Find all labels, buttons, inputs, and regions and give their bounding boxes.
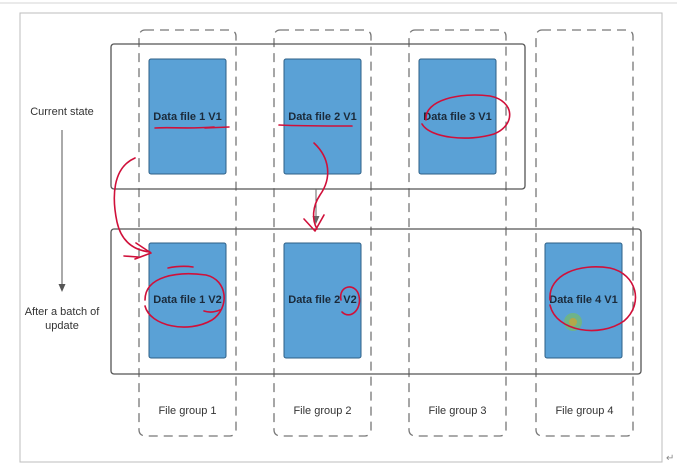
handwritten-annotations xyxy=(113,94,637,332)
arrow-file-2-curve xyxy=(312,142,329,230)
after-update-row xyxy=(110,228,642,375)
arrow-file-1-mark xyxy=(123,255,139,258)
file-group-1-column xyxy=(138,29,237,437)
current-state-row xyxy=(110,43,526,190)
underline-file-1-v1-tail xyxy=(204,126,230,129)
underline-file-2-v1 xyxy=(278,124,353,127)
arrow-file-2-head xyxy=(303,214,325,232)
file-label-1-v2: Data file 1 V2 xyxy=(153,294,221,306)
file-group-2-column xyxy=(273,29,372,437)
arrow-file-1-curve xyxy=(113,157,151,253)
file-group-3-label: File group 3 xyxy=(428,405,486,417)
arrow-file-1-head xyxy=(134,242,152,260)
circle-file-4-v1 xyxy=(549,266,637,332)
file-label-2-v1: Data file 2 V1 xyxy=(288,111,356,123)
file-label-2-v2: Data file 2 V2 xyxy=(288,294,356,306)
after-update-label-line1: After a batch of xyxy=(25,306,101,318)
file-group-2-label: File group 2 xyxy=(293,405,351,417)
data-file-1-v1 xyxy=(148,58,227,175)
file-group-3-column xyxy=(408,29,507,437)
current-state-label: Current state xyxy=(30,106,94,118)
file-label-4-v1: Data file 4 V1 xyxy=(549,294,617,306)
circle-file-2-v2 xyxy=(339,286,361,316)
after-update-label-line2: update xyxy=(45,320,79,332)
data-file-2-v2 xyxy=(283,242,362,359)
circle-file-3-v1 xyxy=(421,94,511,139)
mark-file-1-v2-top xyxy=(167,265,194,269)
file-group-1-label: File group 1 xyxy=(158,405,216,417)
file-label-1-v1: Data file 1 V1 xyxy=(153,111,221,123)
file-label-3-v1: Data file 3 V1 xyxy=(423,111,491,123)
mark-file-1-v2-bottom xyxy=(203,309,221,313)
data-file-3-v1 xyxy=(418,58,497,175)
file-group-4-label: File group 4 xyxy=(555,405,613,417)
circle-file-1-v2 xyxy=(144,272,225,328)
data-file-2-v1 xyxy=(283,58,362,175)
return-glyph-icon: ↵ xyxy=(666,453,674,464)
data-file-1-v2 xyxy=(148,242,227,359)
file-group-4-column xyxy=(535,29,634,437)
state-transition-arrowhead xyxy=(58,284,66,292)
cursor-highlight-core xyxy=(569,318,577,326)
